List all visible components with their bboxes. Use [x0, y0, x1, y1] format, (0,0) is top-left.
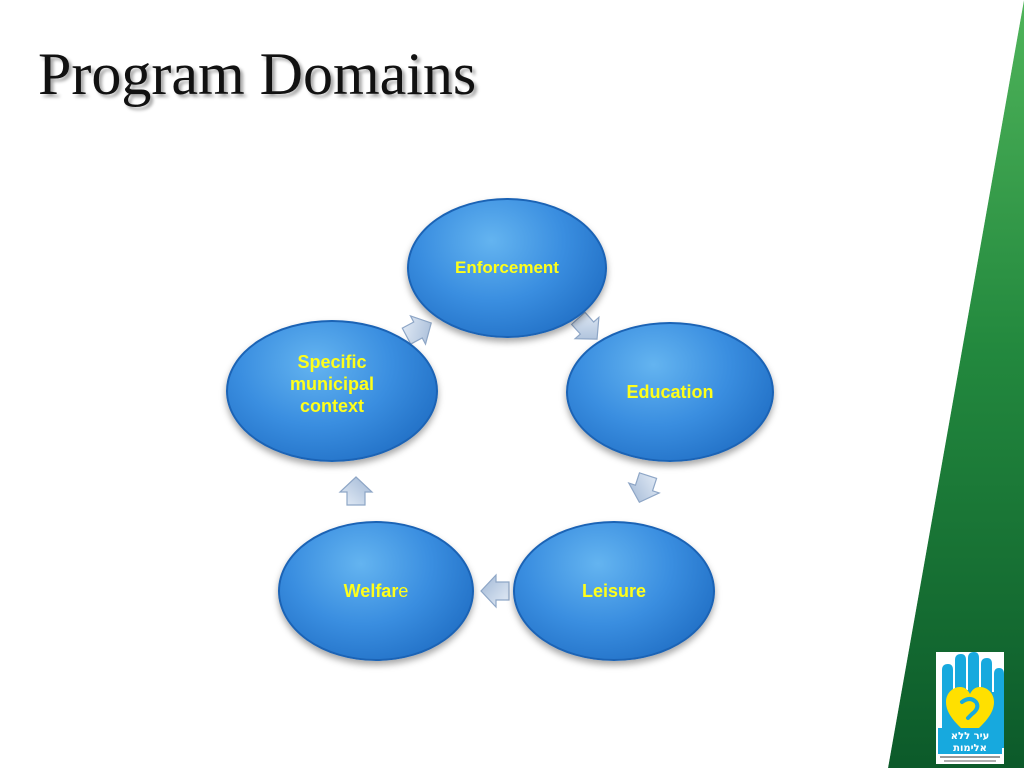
node-enforcement-label: Enforcement: [455, 258, 559, 277]
node-welfare: Welfare: [278, 521, 474, 661]
hand-heart-logo-icon: עיר ללא אלימות: [936, 652, 1004, 764]
arrow-specific-to-enforcement: [401, 314, 432, 346]
arrow-enforcement-to-education: [570, 311, 600, 340]
node-education-label: Education: [626, 382, 714, 402]
node-specific-label-line-3: context: [299, 396, 364, 416]
arrow-welfare-to-specific: [338, 476, 374, 506]
logo-text-line-1: עיר ללא: [951, 731, 990, 742]
node-specific-label-line-2: municipal: [289, 374, 374, 394]
logo-text-line-2: אלימות: [953, 743, 987, 754]
node-education: Education: [566, 322, 774, 462]
node-welfare-label-tail: e: [398, 581, 409, 601]
node-enforcement: Enforcement: [407, 198, 607, 338]
node-welfare-label-main: Welfar: [343, 581, 399, 601]
node-leisure: Leisure: [513, 521, 715, 661]
node-leisure-label: Leisure: [581, 581, 647, 601]
slide-title: Program Domains: [38, 41, 477, 107]
arrow-leisure-to-welfare: [480, 573, 510, 609]
node-specific-label-line-1: Specific: [297, 352, 367, 372]
node-specific-label: Specific municipal context: [290, 351, 374, 417]
node-welfare-label: Welfare: [344, 580, 409, 602]
arrow-education-to-leisure: [627, 472, 661, 504]
node-specific-municipal-context: Specific municipal context: [226, 320, 438, 462]
